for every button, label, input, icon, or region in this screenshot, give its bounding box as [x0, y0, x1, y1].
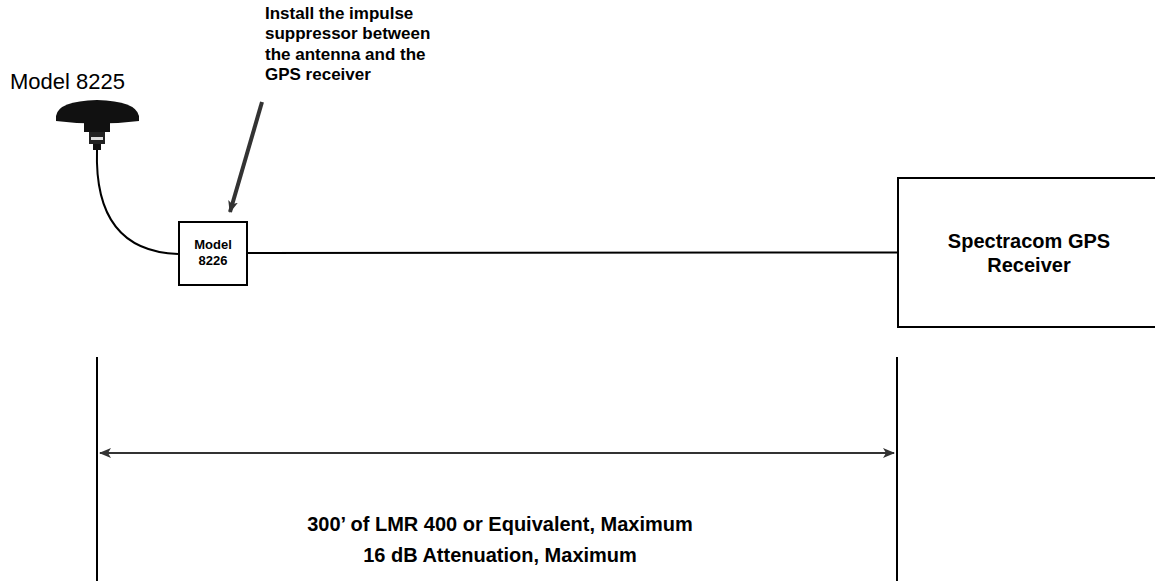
dimension-extension [96, 357, 98, 581]
dimension-label: 16 dB Attenuation, Maximum [240, 543, 760, 568]
node-text: Spectracom GPS Receiver [929, 229, 1129, 277]
suppressor-box: Model 8226 [178, 221, 248, 286]
dimension-arrow [100, 452, 894, 454]
callout-leader [230, 102, 262, 212]
callout-note: Install the impulse suppressor between t… [265, 4, 455, 86]
dimension-extension [896, 357, 898, 581]
dimension-label: 300’ of LMR 400 or Equivalent, Maximum [240, 512, 760, 537]
coax-cable [248, 252, 897, 255]
node-text: Model 8226 [185, 237, 241, 268]
antenna-cable [97, 150, 178, 254]
antenna-model-label: Model 8225 [10, 68, 190, 96]
receiver-box: Spectracom GPS Receiver [897, 177, 1155, 328]
gps-antenna [56, 100, 139, 150]
